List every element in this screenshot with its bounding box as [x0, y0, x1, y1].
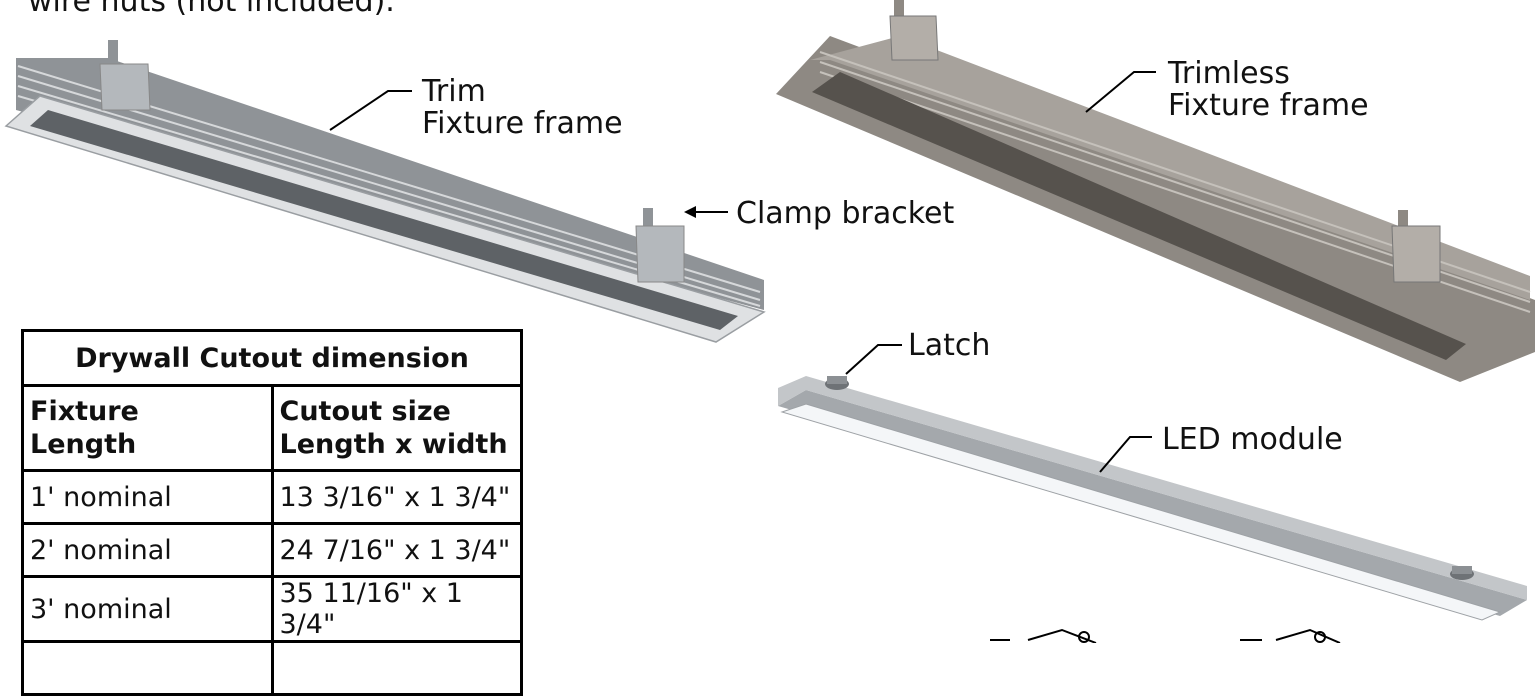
table-cell-length: 1' nominal [21, 469, 274, 525]
latch-top [825, 376, 849, 390]
trimless-callout-line2: Fixture frame [1168, 88, 1369, 123]
table-row: 1' nominal 13 3/16" x 1 3/4" [21, 469, 523, 525]
trim-clamp-top [99, 40, 151, 111]
table-cell-length: 2' nominal [21, 522, 274, 578]
led-module-top [778, 376, 1527, 600]
trimless-callout: Trimless Fixture frame [1168, 58, 1369, 122]
trim-callout-line1: Trim [422, 74, 486, 109]
trim-callout: Trim Fixture frame [422, 76, 623, 140]
trimless-clamp-top [889, 0, 939, 61]
trimless-fixture [776, 0, 1535, 382]
table-cell-cutout [270, 640, 523, 696]
latch-callout: Latch [908, 328, 991, 363]
clamp-bracket-callout: Clamp bracket [736, 196, 955, 231]
led-module [778, 344, 1527, 621]
trimless-opening [812, 72, 1466, 360]
table-row: 3' nominal 35 11/16" x 1 3/4" [21, 575, 523, 643]
table-row: 2' nominal 24 7/16" x 1 3/4" [21, 522, 523, 578]
trim-clamp-bottom [635, 208, 685, 283]
table-cell-cutout: 13 3/16" x 1 3/4" [270, 469, 523, 525]
led-module-lens [780, 403, 1502, 621]
trimless-leader [1085, 71, 1156, 113]
trim-fins [16, 58, 764, 310]
led-leader [1099, 436, 1152, 473]
table-cell-cutout: 35 11/16" x 1 3/4" [270, 575, 523, 643]
trim-callout-line2: Fixture frame [422, 106, 623, 141]
latch-leader [845, 344, 902, 375]
led-module-callout: LED module [1162, 422, 1343, 457]
table-title: Drywall Cutout dimension [21, 329, 523, 387]
trim-leader [329, 90, 412, 131]
table-row [21, 640, 523, 696]
led-module-body [778, 390, 1527, 616]
intro-text: wire nuts (not included). [28, 0, 395, 19]
trimless-callout-line1: Trimless [1168, 56, 1290, 91]
table-cell-length [21, 640, 274, 696]
trim-opening [30, 110, 738, 330]
trimless-clamp-bottom [1391, 210, 1441, 283]
col-header-cutout-size: Cutout size Length x width [270, 384, 523, 472]
table-cell-length: 3' nominal [21, 575, 274, 643]
cutout-dimension-table: Drywall Cutout dimension Fixture Length … [21, 329, 523, 696]
table-cell-cutout: 24 7/16" x 1 3/4" [270, 522, 523, 578]
latch-bottom [1450, 566, 1474, 580]
lower-parts-partial [990, 628, 1341, 643]
col-header-fixture-length: Fixture Length [21, 384, 274, 472]
fixture-diagram [4, 0, 1535, 643]
trim-fixture [4, 40, 766, 343]
